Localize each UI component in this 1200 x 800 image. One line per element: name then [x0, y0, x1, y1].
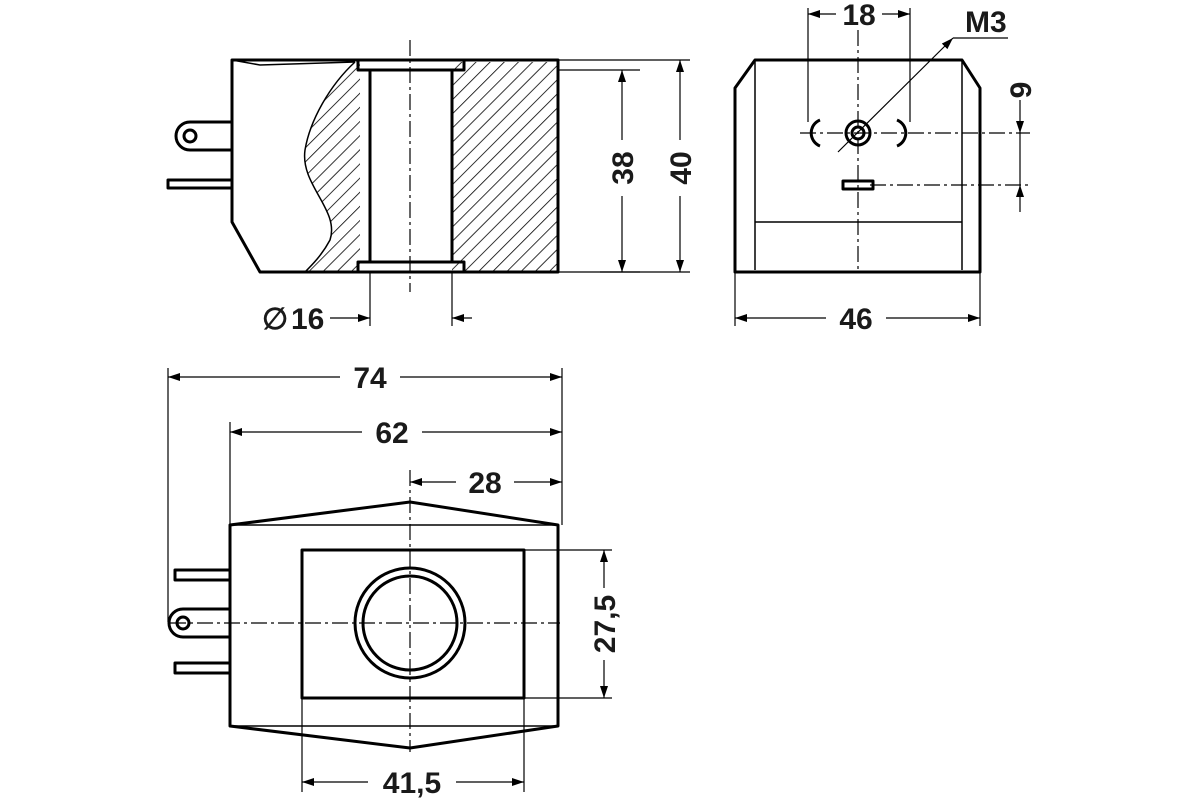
hatch-right-region: [452, 62, 558, 272]
m3-thread-outer: [844, 119, 872, 147]
dim-9-label: 9: [1005, 82, 1038, 99]
dim-40-label: 40: [665, 151, 698, 184]
break-line: [303, 61, 356, 273]
dim-74-label: 74: [353, 362, 387, 395]
dim-28: 28: [410, 467, 562, 500]
dim-38-label: 38: [607, 151, 640, 184]
m3-label: M3: [965, 6, 1007, 39]
dim-9: 9: [1005, 82, 1038, 212]
dim-18-label: 18: [842, 0, 875, 32]
dim-38: 38: [558, 69, 640, 273]
front-view: 18 M3 9 46: [733, 0, 1038, 336]
m3-callout: M3: [837, 6, 1008, 153]
bore-flange-bottom: [356, 260, 466, 274]
dim-74: 74: [167, 362, 563, 622]
dim-40: 40: [558, 59, 698, 273]
dim-46-label: 46: [839, 303, 872, 336]
dim-28-label: 28: [468, 467, 501, 500]
dim-62-label: 62: [375, 417, 408, 450]
side-chamfer-line: [231, 59, 356, 66]
dim-16: ∅ 16: [262, 272, 472, 336]
left-pin-arc: [809, 118, 821, 148]
top-terminal-pin-upper: [173, 568, 232, 582]
m3-thread-inner: [850, 125, 866, 141]
dim-18: 18: [807, 0, 911, 122]
dim-41-5-label: 41,5: [383, 767, 441, 800]
dim-16-label: 16: [291, 303, 324, 336]
dim-62: 62: [229, 417, 562, 525]
diameter-symbol: ∅: [262, 303, 288, 336]
dim-27-5: 27,5: [524, 549, 622, 699]
side-terminal-tab: [174, 120, 232, 152]
dim-41-5: 41,5: [301, 698, 525, 800]
top-view: 74 62 28 27,5 41,5: [167, 362, 622, 800]
bore-flange-top: [356, 58, 466, 72]
side-section-view: 38 40 ∅ 16: [166, 40, 698, 336]
side-terminal-pin: [166, 178, 234, 190]
top-terminal-pin-lower: [173, 661, 232, 675]
right-pin-arc: [896, 118, 908, 148]
top-recess: [300, 548, 526, 700]
top-terminal-tab: [167, 607, 230, 639]
top-body-outline: [228, 500, 560, 750]
bore-tube: [368, 70, 454, 262]
dim-46: 46: [734, 272, 981, 336]
front-slot: [841, 179, 875, 191]
dim-27-5-label: 27,5: [589, 595, 622, 653]
hatch-left-region: [304, 62, 360, 272]
